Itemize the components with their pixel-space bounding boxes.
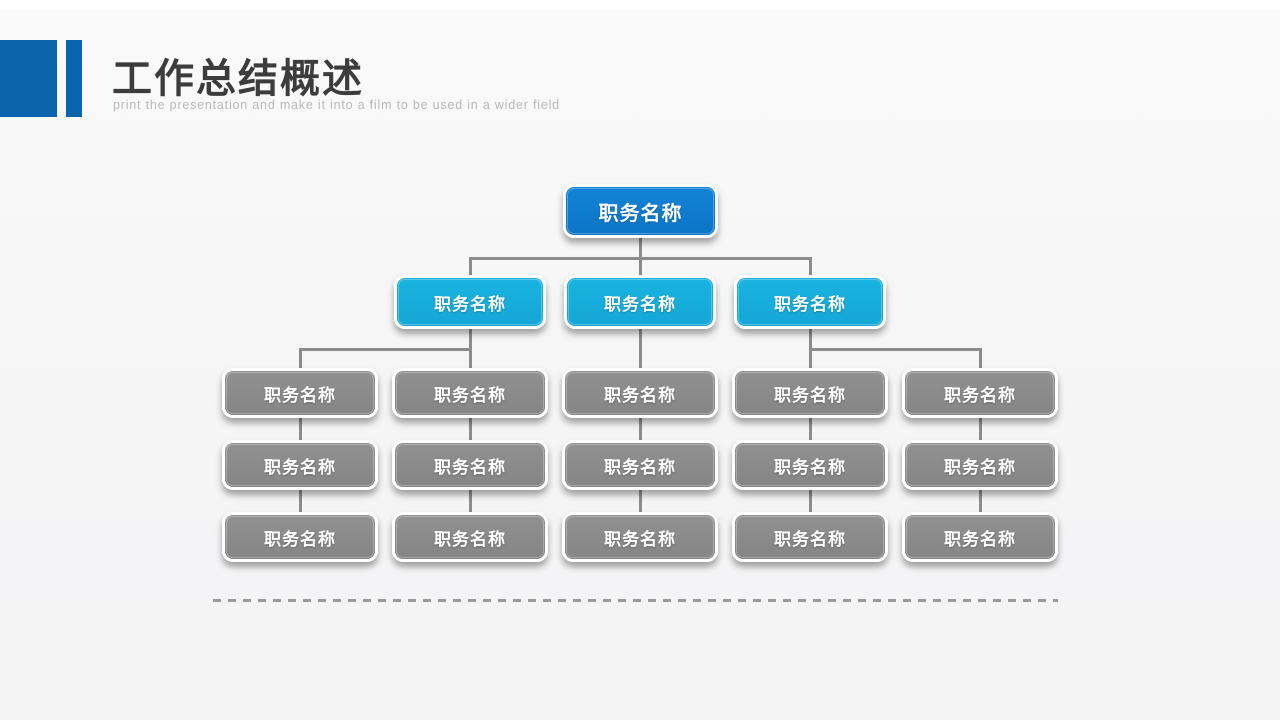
org-node-level5-3: 职务名称 [562, 512, 718, 562]
connector-l3-horizontal-left [298, 348, 472, 351]
org-node-level3-5: 职务名称 [902, 368, 1058, 418]
org-node-level4-1: 职务名称 [222, 440, 378, 490]
org-node-level3-2: 职务名称 [392, 368, 548, 418]
connector-l4c1 [298, 415, 302, 450]
org-node-level2-3: 职务名称 [734, 275, 886, 329]
connector-l1-horizontal [468, 257, 812, 260]
org-node-level4-2: 职务名称 [392, 440, 548, 490]
page-title: 工作总结概述 [112, 57, 364, 101]
connector-l2-rise-left [468, 257, 472, 285]
connector-l4c5 [978, 415, 982, 450]
page-subtitle: print the presentation and make it into … [113, 98, 560, 112]
org-node-level4-5: 职务名称 [902, 440, 1058, 490]
org-chart: 职务名称 职务名称 职务名称 职务名称 职务名称 职务名称 职务名称 职务名称 … [0, 10, 1280, 720]
org-node-level1: 职务名称 [563, 184, 718, 238]
org-node-level5-2: 职务名称 [392, 512, 548, 562]
connector-l4c4 [808, 415, 812, 450]
connector-l5c4 [808, 488, 812, 522]
connector-l3c1-rise [298, 348, 302, 378]
org-node-level2-1: 职务名称 [394, 275, 546, 329]
org-node-level5-5: 职务名称 [902, 512, 1058, 562]
connector-l2c4-drop [808, 329, 812, 378]
org-node-level5-1: 职务名称 [222, 512, 378, 562]
connector-l2c2-drop [468, 329, 472, 378]
connector-l4c3 [638, 415, 642, 450]
org-node-level5-4: 职务名称 [732, 512, 888, 562]
org-node-level3-4: 职务名称 [732, 368, 888, 418]
header-accent-square [0, 40, 57, 117]
connector-l3-horizontal-right [808, 348, 982, 351]
connector-l5c3 [638, 488, 642, 522]
dashed-divider [213, 599, 1058, 602]
connector-l4c2 [468, 415, 472, 450]
org-node-level3-3: 职务名称 [562, 368, 718, 418]
org-node-level2-2: 职务名称 [564, 275, 716, 329]
connector-l2c3-drop [638, 329, 642, 378]
connector-l2-rise-right [808, 257, 812, 285]
org-node-level4-3: 职务名称 [562, 440, 718, 490]
header-accent-bar [66, 40, 82, 117]
connector-l5c2 [468, 488, 472, 522]
org-node-level3-1: 职务名称 [222, 368, 378, 418]
connector-l5c5 [978, 488, 982, 522]
org-node-level4-4: 职务名称 [732, 440, 888, 490]
connector-l1-drop [638, 238, 642, 285]
slide-background: 工作总结概述 print the presentation and make i… [0, 10, 1280, 720]
connector-l3c5-rise [978, 348, 982, 378]
connector-l5c1 [298, 488, 302, 522]
